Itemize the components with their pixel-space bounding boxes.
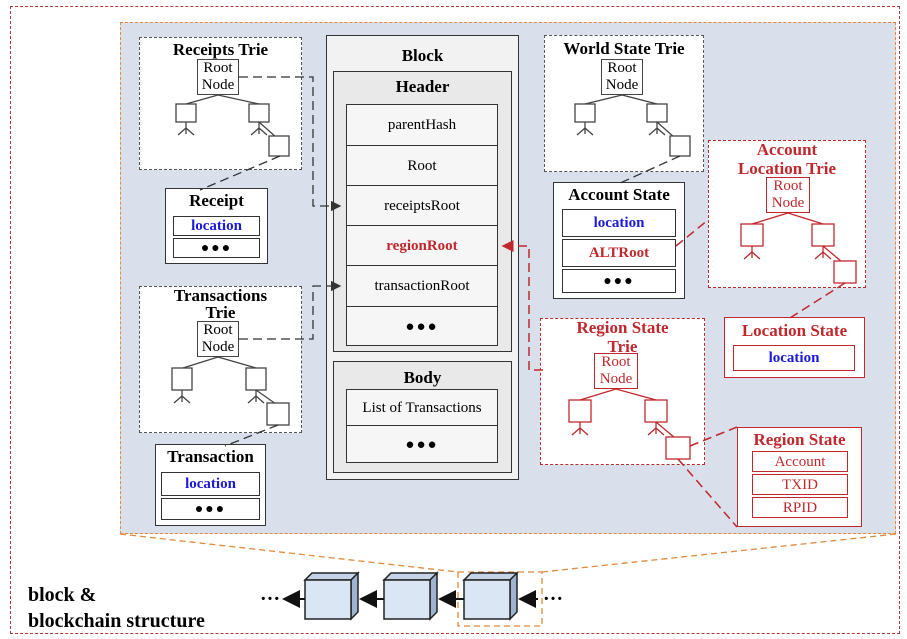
block-header-title: Header	[395, 77, 450, 96]
world-state-trie-title: World State Trie	[563, 39, 685, 58]
region-state-rpid-field: RPID	[752, 497, 848, 518]
zoom-lines	[119, 533, 897, 627]
receipts-trie-root-node: Root Node	[197, 59, 239, 95]
location-state-title: Location State	[741, 321, 848, 340]
header-field-transactionroot: transactionRoot	[346, 265, 498, 307]
transactions-trie-tree-icon	[171, 356, 290, 426]
header-field-regionroot: regionRoot	[346, 225, 498, 267]
transaction-more-field: ●●●	[161, 498, 260, 520]
header-field-parenthash: parentHash	[346, 104, 498, 146]
receipts-trie-tree-icon	[175, 94, 290, 157]
account-location-trie-tree-icon	[740, 212, 857, 284]
receipt-location-field: location	[173, 216, 260, 236]
region-state-title: Region State	[753, 430, 846, 449]
block-title: Block	[401, 46, 444, 65]
account-state-location-field: location	[562, 209, 676, 237]
chain-blocks	[303, 571, 519, 621]
chain-left-ellipsis: …	[260, 583, 280, 605]
receipts-trie-title: Receipts Trie	[172, 40, 269, 59]
region-state-account-field: Account	[752, 451, 848, 472]
header-field-receiptsroot: receiptsRoot	[346, 185, 498, 227]
transactions-trie-root-node: Root Node	[197, 321, 239, 357]
blockchain-structure-label: block & blockchain structure	[28, 584, 205, 632]
header-field-more: ●●●	[346, 306, 498, 346]
region-state-trie-tree-icon	[568, 388, 691, 460]
world-state-trie	[544, 35, 704, 172]
world-state-trie-tree-icon	[574, 94, 691, 157]
world-state-trie-root-node: Root Node	[601, 59, 643, 95]
account-state-more-field: ●●●	[562, 269, 676, 293]
outer-frame	[10, 6, 900, 634]
chain-block-2	[382, 571, 439, 621]
chain-right-ellipsis: …	[543, 583, 563, 605]
region-state-trie-root-node: Root Node	[594, 353, 638, 389]
region-state-trie-title: Region State Trie	[576, 318, 669, 356]
connector-lines	[199, 76, 681, 447]
receipt-more-field: ●●●	[173, 238, 260, 258]
chain-block-3	[462, 571, 519, 621]
body-field-transactions: List of Transactions	[346, 389, 498, 425]
account-state-title: Account State	[568, 185, 670, 204]
chain-block-1	[303, 571, 360, 621]
red-connector-lines	[501, 219, 846, 528]
header-field-root: Root	[346, 145, 498, 187]
region-state-txid-field: TXID	[752, 474, 848, 495]
transactions-trie-title: Transactions Trie	[173, 286, 268, 322]
transaction-location-field: location	[161, 472, 260, 496]
block-body-title: Body	[403, 368, 442, 387]
account-state-altroot-field: ALTRoot	[562, 239, 676, 267]
transaction-title: Transaction	[167, 447, 254, 466]
account-location-trie-title: Account Location Trie	[737, 140, 837, 178]
receipt-title: Receipt	[189, 191, 244, 210]
location-state-location-field: location	[733, 345, 855, 371]
account-location-trie-root-node: Root Node	[766, 177, 810, 213]
body-field-more: ●●●	[346, 425, 498, 463]
